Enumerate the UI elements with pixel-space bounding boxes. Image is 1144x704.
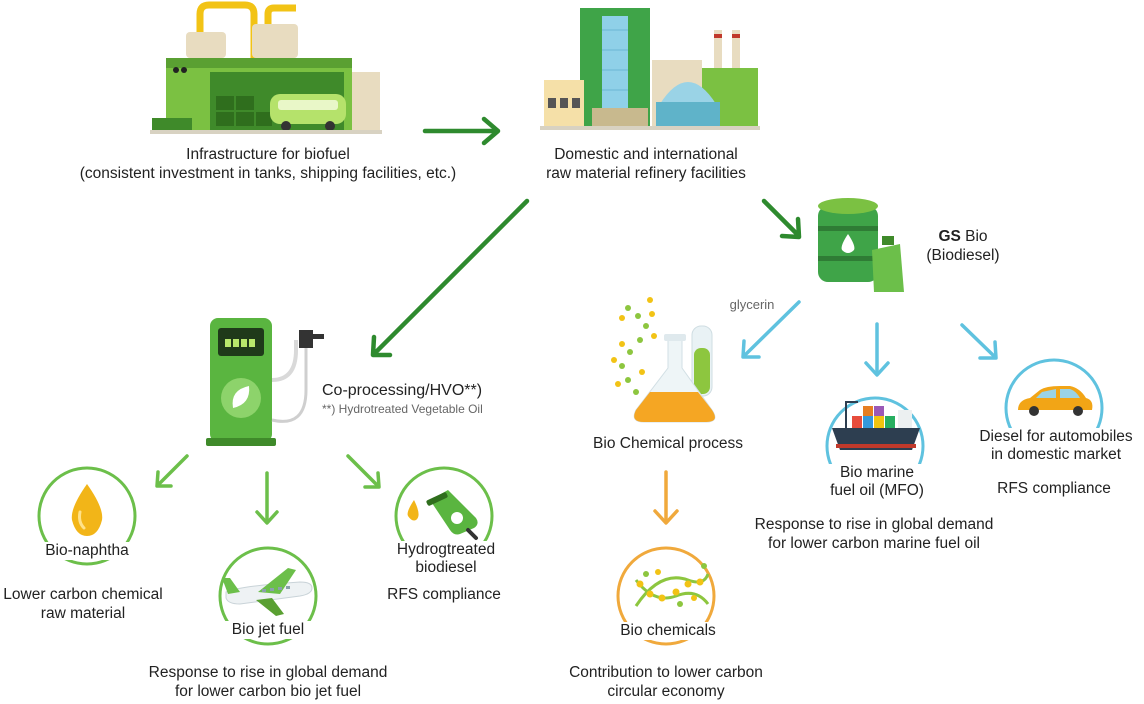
bio-chemicals-circle <box>616 546 716 646</box>
hydrotreated-desc: RFS compliance <box>387 586 501 603</box>
bio-marine-label2: fuel oil (MFO) <box>830 482 924 499</box>
diesel-label: Diesel for automobiles in domestic marke… <box>966 428 1144 464</box>
gs-bio-brand: GS <box>938 228 961 245</box>
bio-naphtha-desc2: raw material <box>40 605 126 622</box>
bio-naphtha-desc1: Lower carbon chemical <box>3 586 163 603</box>
bio-jet-fuel-label: Bio jet fuel <box>222 621 314 639</box>
diesel-label2: in domestic market <box>990 446 1122 463</box>
co-processing-label: Co-processing/HVO**) **) Hydrotreated Ve… <box>322 381 483 419</box>
arrow-to-diesel <box>960 323 998 360</box>
arrow-glycerin-to-chemical <box>741 300 801 359</box>
glycerin-label: glycerin <box>729 297 775 312</box>
car-icon <box>1018 386 1093 416</box>
co-processing-title: Co-processing/HVO**) <box>322 382 483 399</box>
refinery-line1: Domestic and international <box>554 146 738 163</box>
cargo-ship-icon <box>832 401 920 450</box>
infrastructure-label: Infrastructure for biofuel (consistent i… <box>40 145 496 183</box>
diesel-desc: RFS compliance <box>997 480 1111 497</box>
hydrotreated-label: Hydrogtreated biodiesel <box>384 541 508 577</box>
arrow-infra-to-refinery <box>422 116 501 146</box>
hydrotreated-label2: biodiesel <box>415 559 477 576</box>
hydrotreated-label1: Hydrogtreated <box>396 541 496 558</box>
bio-marine-label1: Bio marine <box>839 464 915 481</box>
arrow-to-bio-marine <box>864 322 890 377</box>
co-processing-note: **) Hydrotreated Vegetable Oil <box>322 402 483 416</box>
dna-icon <box>634 563 710 607</box>
bio-jet-fuel-desc: Response to rise in global demand for lo… <box>118 663 418 701</box>
gs-bio-label: GS Bio (Biodiesel) <box>908 227 1018 265</box>
bio-chemicals-label: Bio chemicals <box>608 622 728 640</box>
airplane-icon <box>222 568 313 616</box>
bio-marine-desc1: Response to rise in global demand <box>754 516 994 533</box>
arrow-to-bio-naphtha <box>155 454 189 488</box>
bio-chemicals-desc2: circular economy <box>607 683 725 700</box>
bio-naphtha-desc: Lower carbon chemical raw material <box>0 585 166 623</box>
bio-marine-desc: Response to rise in global demand for lo… <box>724 515 1024 553</box>
bio-marine-label: Bio marine fuel oil (MFO) <box>817 464 937 500</box>
arrow-refinery-to-gsbio <box>761 198 802 240</box>
refinery-label: Domestic and international raw material … <box>506 145 786 183</box>
bio-naphtha-label: Bio-naphtha <box>37 542 137 560</box>
bio-marine-desc2: for lower carbon marine fuel oil <box>768 535 980 552</box>
arrow-to-bio-jet-fuel <box>255 471 279 525</box>
refinery-icon <box>540 8 760 130</box>
arrow-refinery-to-coprocessing <box>370 198 530 358</box>
chemistry-flask-icon <box>611 297 716 423</box>
infrastructure-line2: (consistent investment in tanks, shippin… <box>79 165 457 182</box>
biodiesel-barrel-icon <box>818 198 904 292</box>
bio-chemicals-desc1: Contribution to lower carbon <box>569 664 763 681</box>
bio-chemicals-desc: Contribution to lower carbon circular ec… <box>536 663 796 701</box>
infrastructure-line1: Infrastructure for biofuel <box>186 146 350 163</box>
bio-jet-fuel-desc1: Response to rise in global demand <box>148 664 388 681</box>
bio-jet-fuel-desc2: for lower carbon bio jet fuel <box>174 683 362 700</box>
oil-drop-icon <box>71 484 103 536</box>
diesel-label1: Diesel for automobiles <box>979 428 1133 445</box>
bio-chemical-process-label: Bio Chemical process <box>593 435 743 452</box>
biofuel-plant-icon <box>150 1 382 134</box>
gs-bio-name: Bio <box>960 228 988 245</box>
fuel-pump-icon <box>206 318 324 446</box>
arrow-to-hydrotreated <box>346 454 381 489</box>
fuel-nozzle-icon <box>407 490 478 540</box>
arrow-to-bio-chemicals <box>653 470 679 525</box>
gs-bio-line2: (Biodiesel) <box>926 247 1000 264</box>
refinery-line2: raw material refinery facilities <box>546 165 746 182</box>
